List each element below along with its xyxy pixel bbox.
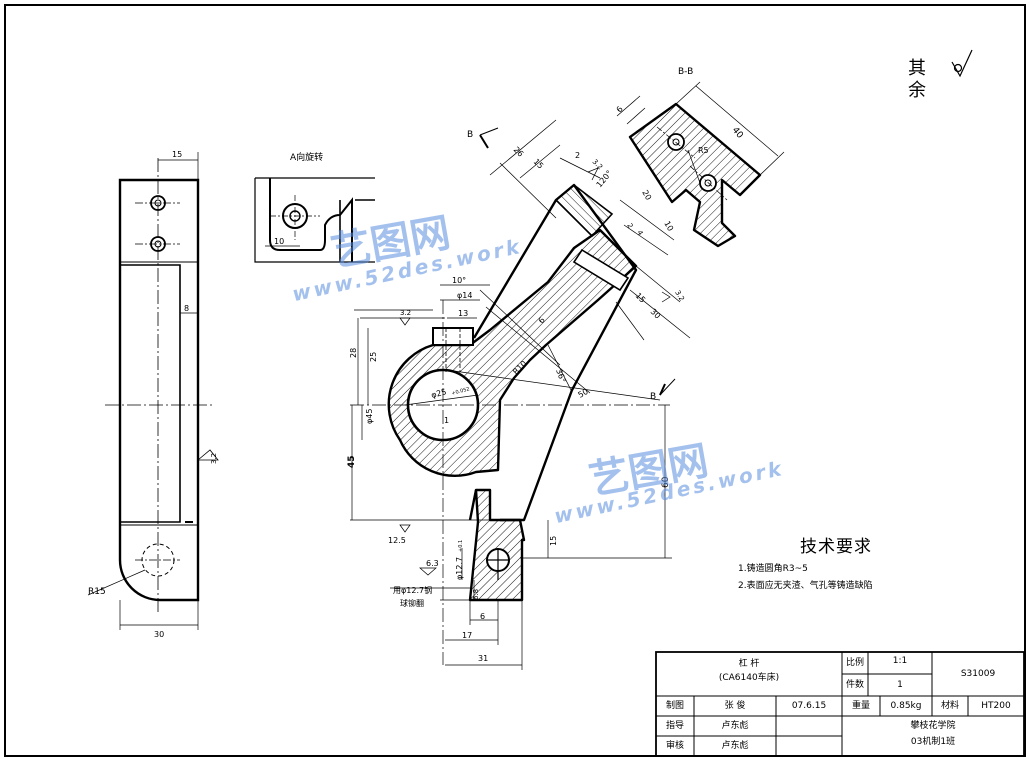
material-value: HT200 bbox=[981, 700, 1011, 711]
title-block-grid bbox=[655, 651, 1025, 757]
material-label: 材料 bbox=[940, 700, 959, 711]
dim-phi25: φ25 bbox=[430, 387, 447, 400]
dim-phi45: φ45 bbox=[365, 409, 374, 424]
roughness-top: 3.2 bbox=[591, 158, 605, 172]
dim-15-right: 15 bbox=[634, 291, 648, 305]
cut-markers bbox=[479, 127, 676, 396]
check-name: 卢东彪 bbox=[721, 740, 749, 751]
roughness-right: 3.2 bbox=[673, 289, 685, 303]
dim-2-right: 2 bbox=[625, 222, 634, 230]
dim-20: 20 bbox=[640, 189, 653, 202]
dim-6-8: 6.8 bbox=[472, 589, 480, 600]
dim-28: 28 bbox=[349, 348, 358, 358]
requirement-item-2: 2.表面应无夹渣、气孔等铸造缺陷 bbox=[738, 581, 873, 591]
dim-phi14: φ14 bbox=[457, 291, 472, 300]
dim-60: 60 bbox=[661, 476, 671, 488]
dim-6-low: 6 bbox=[480, 612, 485, 621]
dim-25: 25 bbox=[369, 352, 378, 362]
dim-15-top: 15 bbox=[172, 150, 182, 159]
dim-4-right: 4 bbox=[635, 229, 644, 237]
angle-36: 36° bbox=[554, 368, 567, 384]
drawing-number: S31009 bbox=[960, 668, 996, 679]
main-dimension-lines bbox=[350, 119, 691, 670]
dim-1: 1 bbox=[444, 416, 449, 425]
quantity-label: 件数 bbox=[845, 679, 864, 690]
roughness-side: 3.2 bbox=[210, 453, 218, 464]
class-name: 03机制1班 bbox=[910, 736, 956, 747]
guide-label: 指导 bbox=[665, 720, 684, 731]
dim-6-mid: 6 bbox=[537, 316, 547, 326]
dim-phi12-tol: +0.1 bbox=[458, 540, 464, 552]
dim-13: 13 bbox=[458, 309, 468, 318]
section-bb bbox=[616, 81, 785, 248]
angle-120: 120° bbox=[595, 169, 614, 190]
drawn-label: 制图 bbox=[665, 700, 684, 711]
ball-note-line1: 用φ12.7钢 bbox=[393, 585, 432, 595]
scale-label: 比例 bbox=[845, 657, 864, 668]
roughness-125: 12.5 bbox=[388, 536, 406, 545]
roughness-symbol bbox=[951, 49, 973, 78]
dim-30-bottom: 30 bbox=[154, 630, 164, 639]
dim-r15: R15 bbox=[88, 587, 106, 597]
view-a bbox=[254, 177, 375, 263]
check-label: 审核 bbox=[665, 740, 684, 751]
sheet-border bbox=[4, 4, 1026, 757]
view-a-label: A向旋转 bbox=[290, 151, 323, 163]
weight-label: 重量 bbox=[851, 700, 870, 711]
surface-note-line2: 余 bbox=[908, 80, 926, 101]
ball-note-line2: 球铆翻 bbox=[400, 598, 424, 608]
part-name: 杠 杆 bbox=[738, 658, 760, 669]
dim-15-low: 15 bbox=[549, 536, 558, 546]
drawn-name: 张 俊 bbox=[724, 700, 746, 711]
scale-value: 1:1 bbox=[892, 655, 908, 666]
roughness-left: 3.2 bbox=[400, 309, 411, 317]
requirements-title: 技术要求 bbox=[800, 537, 872, 557]
dim-17: 17 bbox=[462, 631, 472, 640]
school-name: 攀枝花学院 bbox=[910, 720, 956, 731]
dim-10-deg: 10° bbox=[452, 276, 466, 285]
title-block: 杠 杆 (CA6140车床) 比例 1:1 S31009 件数 1 制图 张 俊… bbox=[656, 652, 1024, 756]
section-bb-label: B-B bbox=[678, 67, 693, 77]
surface-note: 其 余 bbox=[908, 58, 926, 102]
weight-value: 0.85kg bbox=[890, 700, 922, 711]
technical-requirements: 技术要求 1.铸造圆角R3~5 2.表面应无夹渣、气孔等铸造缺陷 bbox=[738, 532, 978, 591]
drawn-date: 07.6.15 bbox=[791, 700, 827, 711]
side-view bbox=[87, 152, 219, 630]
dim-30-right: 30 bbox=[649, 307, 663, 321]
dim-31: 31 bbox=[478, 654, 488, 663]
dim-phi12: φ12.7 bbox=[455, 557, 464, 580]
machine-name: (CA6140车床) bbox=[718, 672, 780, 683]
dim-40-bb: 40 bbox=[730, 126, 745, 141]
dim-8-side: 8 bbox=[184, 304, 189, 313]
dim-10-a: 10 bbox=[274, 237, 284, 246]
dim-phi25-tol: +0.052 bbox=[451, 386, 470, 397]
dim-10-right: 10 bbox=[662, 220, 675, 233]
dim-r5-bb: R5 bbox=[698, 146, 709, 155]
quantity-value: 1 bbox=[897, 679, 903, 690]
surface-note-line1: 其 bbox=[908, 58, 926, 79]
dim-45: 45 bbox=[347, 455, 357, 468]
dim-2: 2 bbox=[575, 151, 580, 160]
dim-50: 50 bbox=[577, 387, 590, 400]
dim-6-bb: 6 bbox=[615, 105, 625, 115]
roughness-63: 6.3 bbox=[426, 559, 439, 568]
cut-b-right: B bbox=[650, 392, 656, 402]
cut-b-left: B bbox=[467, 130, 473, 140]
requirement-item-1: 1.铸造圆角R3~5 bbox=[738, 564, 808, 574]
guide-name: 卢东彪 bbox=[721, 720, 749, 731]
